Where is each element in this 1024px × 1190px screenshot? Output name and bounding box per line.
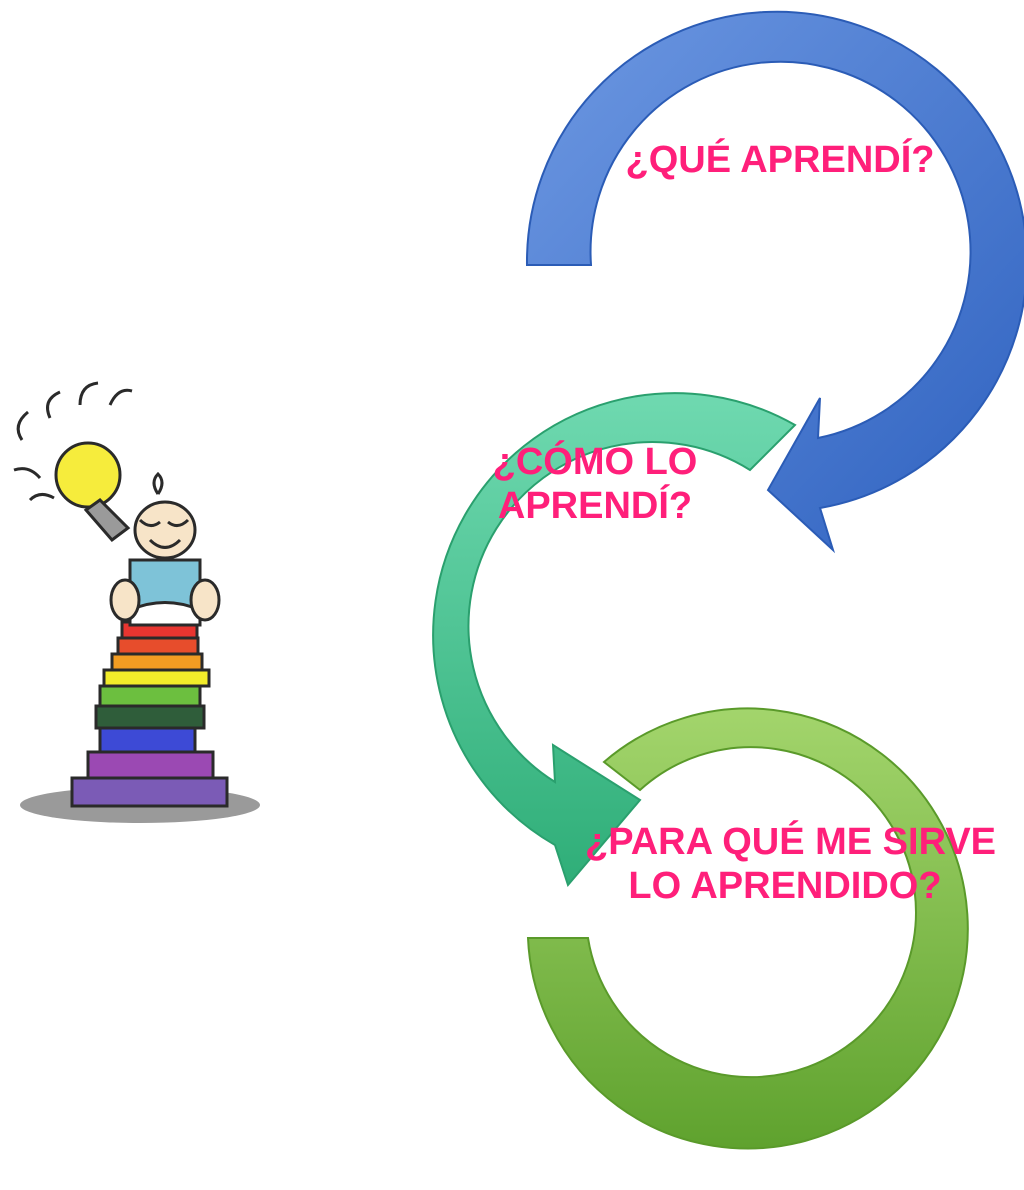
book-stack bbox=[70, 620, 229, 808]
lightbulb-icon bbox=[13, 381, 133, 543]
cycle-arrow-1 bbox=[525, 10, 1024, 554]
step-label-how-learned: ¿CÓMO LO APRENDÍ? bbox=[492, 441, 698, 527]
step-label-what-for: ¿PARA QUÉ ME SIRVE LO APRENDIDO? bbox=[585, 821, 997, 907]
child-reading-illustration bbox=[13, 381, 260, 823]
cycle-arrow-3 bbox=[526, 707, 969, 1150]
cycle-arrow-2 bbox=[432, 392, 797, 888]
step-label-what-learned: ¿QUÉ APRENDÍ? bbox=[625, 139, 935, 181]
child-figure bbox=[109, 471, 221, 627]
